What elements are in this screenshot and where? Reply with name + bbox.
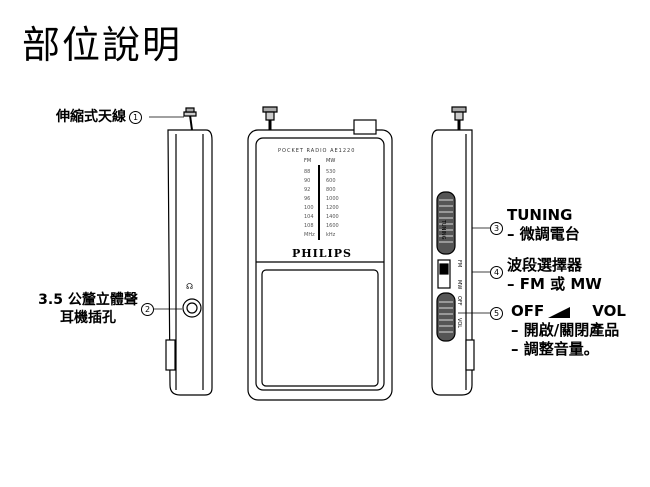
volume-wedge-icon <box>548 307 570 318</box>
callout-number-2: 2 <box>141 303 154 316</box>
mw-scale-tick: 1200 <box>326 205 339 211</box>
tuning-title: TUNING <box>507 206 573 224</box>
volume-label: OFF VOL – 開啟/關閉產品 – 調整音量。 <box>511 302 626 359</box>
radio-front-view <box>247 106 393 401</box>
mw-scale-tick: 600 <box>326 178 336 184</box>
headphone-jack-label: 3.5 公釐立體聲 耳機插孔 <box>24 291 152 327</box>
fm-mark: FM <box>456 260 462 268</box>
vol-mark: VOL <box>456 318 462 329</box>
brand-logo: PHILIPS <box>292 247 352 260</box>
fm-scale-tick: 108 <box>304 223 314 229</box>
vol-desc1: – 開啟/關閉產品 <box>511 321 620 339</box>
fm-scale: 88 90 92 96 100 104 108 MHz <box>304 168 315 240</box>
callout-number-4: 4 <box>490 266 503 279</box>
fm-scale-tick: 92 <box>304 187 311 193</box>
mw-scale-tick: 1400 <box>326 214 339 220</box>
vol-off-text: OFF <box>511 302 545 320</box>
fm-label: FM <box>304 158 312 164</box>
vol-desc2: – 調整音量。 <box>511 340 599 358</box>
svg-text:☊: ☊ <box>186 282 193 291</box>
radio-left-side-view: ☊ <box>165 107 213 396</box>
vol-on-text: VOL <box>592 302 626 320</box>
fm-scale-tick: 104 <box>304 214 314 220</box>
fm-scale-tick: MHz <box>304 232 315 238</box>
band-desc: – FM 或 MW <box>507 275 602 293</box>
tuning-label: TUNING – 微調電台 <box>507 206 580 244</box>
tuning-mark: TUNING <box>440 220 446 240</box>
mw-scale-tick: kHz <box>326 232 336 238</box>
page-title: 部位說明 <box>22 23 183 67</box>
fm-scale-tick: 100 <box>304 205 314 211</box>
callout-number-1: 1 <box>129 110 142 124</box>
mw-mark: MW <box>456 280 462 290</box>
mw-label: MW <box>326 158 336 164</box>
fm-scale-tick: 90 <box>304 178 311 184</box>
mw-scale-tick: 1600 <box>326 223 339 229</box>
antenna-label-text: 伸縮式天線 <box>56 109 126 125</box>
band-selector-label: 波段選擇器 – FM 或 MW <box>507 256 602 294</box>
model-text: POCKET RADIO AE1220 <box>278 148 356 154</box>
fm-scale-tick: 96 <box>304 196 311 202</box>
mw-scale-tick: 1000 <box>326 196 339 202</box>
fm-scale-tick: 88 <box>304 169 311 175</box>
callout-number-5: 5 <box>490 307 503 320</box>
off-mark: OFF <box>456 296 462 306</box>
mw-scale-tick: 800 <box>326 187 336 193</box>
radio-right-side-view <box>431 106 475 396</box>
wheel-ridges <box>439 199 453 333</box>
mw-scale: 530 600 800 1000 1200 1400 1600 kHz <box>326 168 339 240</box>
band-title: 波段選擇器 <box>507 256 583 274</box>
tuning-desc: – 微調電台 <box>507 225 580 243</box>
mw-scale-tick: 530 <box>326 169 336 175</box>
jack-label-line1: 3.5 公釐立體聲 <box>38 292 138 308</box>
jack-label-line2: 耳機插孔 <box>60 310 116 326</box>
callout-number-3: 3 <box>490 222 503 235</box>
